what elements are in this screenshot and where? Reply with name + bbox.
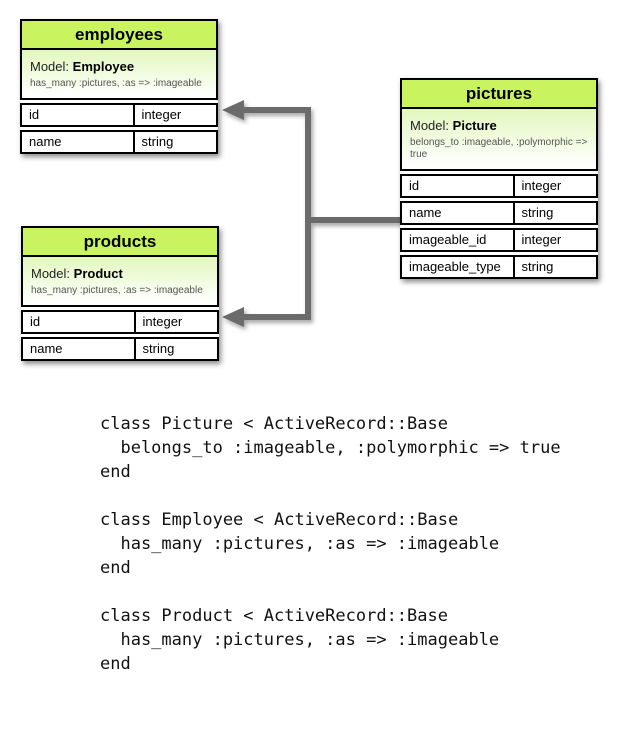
code-block-product: class Product < ActiveRecord::Base has_m… xyxy=(100,604,561,676)
table-row: id integer xyxy=(21,310,219,334)
model-section: Model: Product has_many :pictures, :as =… xyxy=(23,257,217,305)
column-type-cell: integer xyxy=(142,314,183,329)
arrowhead-to-employees-icon xyxy=(222,100,244,120)
column-type-cell: string xyxy=(141,134,174,149)
table-row: name string xyxy=(400,201,598,225)
table-row: imageable_type string xyxy=(400,255,598,279)
column-name-cell: id xyxy=(23,312,136,332)
table-products: products Model: Product has_many :pictur… xyxy=(21,226,219,361)
model-name: Employee xyxy=(72,59,135,74)
table-row: id integer xyxy=(20,103,218,127)
column-type-cell: integer xyxy=(521,178,562,193)
column-name-cell: name xyxy=(22,132,135,152)
model-section: Model: Employee has_many :pictures, :as … xyxy=(22,50,216,98)
code-line: has_many :pictures, :as => :imageable xyxy=(100,630,500,650)
model-name: Product xyxy=(73,266,123,281)
model-label: Model: xyxy=(31,266,71,281)
column-name-cell: imageable_type xyxy=(402,257,515,277)
table-row: id integer xyxy=(400,174,598,198)
code-line: class Employee < ActiveRecord::Base xyxy=(100,510,459,530)
column-name-cell: name xyxy=(23,339,136,359)
association-text: has_many :pictures, :as => :imageable xyxy=(31,285,203,296)
column-type-cell: integer xyxy=(521,232,562,247)
column-type-cell: string xyxy=(142,341,175,356)
column-name-cell: id xyxy=(22,105,135,125)
code-block-picture: class Picture < ActiveRecord::Base belon… xyxy=(100,412,561,484)
table-employees-header: employees Model: Employee has_many :pict… xyxy=(20,19,218,100)
code-line: end xyxy=(100,462,131,482)
code-line: class Product < ActiveRecord::Base xyxy=(100,606,448,626)
column-name-cell: id xyxy=(402,176,515,196)
connector-lines xyxy=(244,107,403,320)
table-products-header: products Model: Product has_many :pictur… xyxy=(21,226,219,307)
column-type-cell: string xyxy=(521,259,554,274)
association-text: belongs_to :imageable, :polymorphic => t… xyxy=(410,137,588,160)
code-line: belongs_to :imageable, :polymorphic => t… xyxy=(100,438,561,458)
column-name-cell: name xyxy=(402,203,515,223)
code-line: class Picture < ActiveRecord::Base xyxy=(100,414,448,434)
model-label: Model: xyxy=(30,59,70,74)
table-title: products xyxy=(23,228,217,257)
code-block-employee: class Employee < ActiveRecord::Base has_… xyxy=(100,508,561,580)
table-employees: employees Model: Employee has_many :pict… xyxy=(20,19,218,154)
arrowhead-to-products-icon xyxy=(222,307,244,327)
table-title: pictures xyxy=(402,80,596,109)
column-type-cell: integer xyxy=(141,107,182,122)
table-pictures-header: pictures Model: Picture belongs_to :imag… xyxy=(400,78,598,171)
model-label: Model: xyxy=(410,118,450,133)
table-title: employees xyxy=(22,21,216,50)
model-name: Picture xyxy=(452,118,497,133)
model-line: Model: Employee xyxy=(30,59,208,75)
table-row: name string xyxy=(21,337,219,361)
model-line: Model: Picture xyxy=(410,118,588,134)
model-line: Model: Product xyxy=(31,266,209,282)
code-line: has_many :pictures, :as => :imageable xyxy=(100,534,500,554)
model-section: Model: Picture belongs_to :imageable, :p… xyxy=(402,109,596,169)
column-type-cell: string xyxy=(521,205,554,220)
association-text: has_many :pictures, :as => :imageable xyxy=(30,78,202,89)
code-sample: class Picture < ActiveRecord::Base belon… xyxy=(100,412,561,676)
table-row: name string xyxy=(20,130,218,154)
code-line: end xyxy=(100,654,131,674)
code-line: end xyxy=(100,558,131,578)
table-row: imageable_id integer xyxy=(400,228,598,252)
table-pictures: pictures Model: Picture belongs_to :imag… xyxy=(400,78,598,279)
column-name-cell: imageable_id xyxy=(402,230,515,250)
